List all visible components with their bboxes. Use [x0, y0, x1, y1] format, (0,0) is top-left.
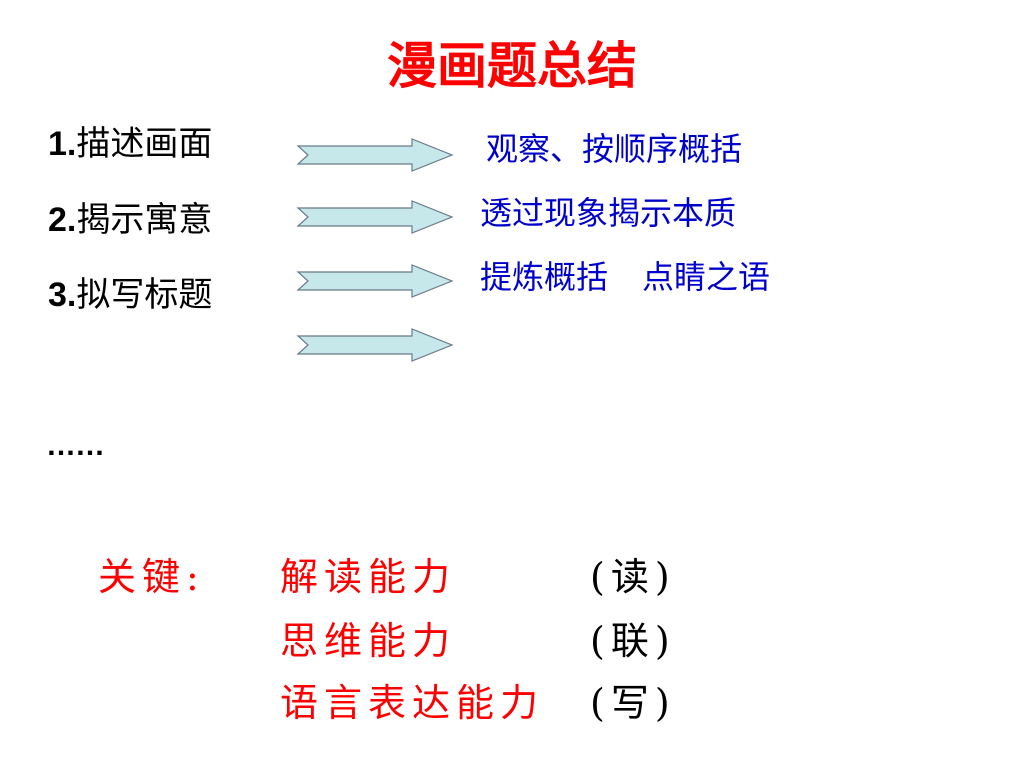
right-arrow-icon: [296, 138, 454, 172]
step-3-text: 拟写标题: [76, 275, 213, 315]
slide-title: 漫画题总结: [387, 37, 637, 95]
step-2-text: 揭示寓意: [76, 200, 213, 240]
ability-3-note: (写): [590, 681, 676, 725]
step-1-number: 1.: [48, 125, 77, 163]
ability-2-name: 思维能力: [280, 619, 457, 663]
ability-2-note: (联): [590, 619, 676, 663]
step-1-text: 描述画面: [76, 124, 213, 164]
step-1: 1.描述画面: [48, 122, 212, 166]
result-3: 提炼概括点睛之语: [480, 256, 770, 298]
ability-1-note: (读): [590, 555, 676, 599]
right-arrow-icon: [296, 200, 454, 234]
result-2: 透过现象揭示本质: [480, 194, 737, 232]
result-1: 观察、按顺序概括: [486, 130, 743, 168]
ability-3-name: 语言表达能力: [280, 681, 545, 725]
step-2: 2.揭示寓意: [48, 198, 212, 242]
step-2-number: 2.: [48, 201, 77, 239]
result-3-part-1: 提炼概括: [480, 258, 609, 296]
step-3: 3.拟写标题: [48, 273, 212, 317]
right-arrow-icon: [296, 328, 454, 362]
result-3-part-2: 点睛之语: [642, 258, 771, 296]
ellipsis: ……: [46, 429, 105, 462]
right-arrow-icon: [296, 264, 454, 298]
ability-1-name: 解读能力: [280, 555, 457, 599]
key-label: 关键:: [98, 555, 205, 599]
step-3-number: 3.: [48, 276, 77, 314]
